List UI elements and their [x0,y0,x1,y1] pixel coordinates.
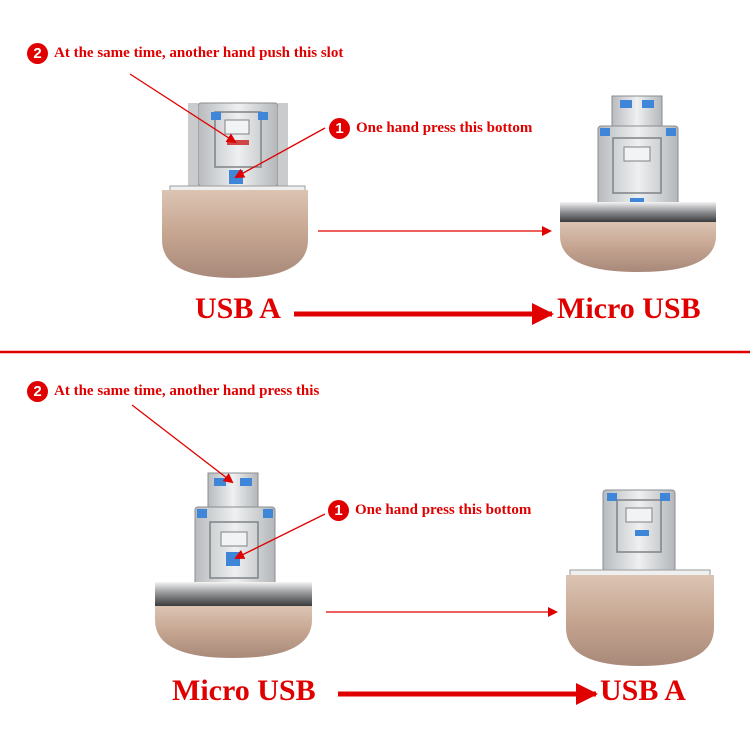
device-micro-usb-mode-top-right [560,95,716,272]
top-from-label: USB A [195,292,281,325]
top-step-2-callout: 2 At the same time, another hand push th… [27,43,343,64]
device-usb-a-mode-top-left [162,102,308,278]
step-1-badge: 1 [328,500,349,521]
bottom-step-2-callout: 2 At the same time, another hand press t… [27,381,319,402]
bottom-step-1-text: One hand press this bottom [355,502,532,518]
pointer-to-button-top [234,127,326,178]
bottom-step-2-text: At the same time, another hand press thi… [54,383,320,399]
top-step-2-text: At the same time, another hand push this… [54,45,344,61]
bottom-to-label: USB A [600,674,686,707]
step-2-badge: 2 [27,381,48,402]
top-step-1-text: One hand press this bottom [356,120,533,136]
top-step-1-callout: 1 One hand press this bottom [329,118,532,139]
device-usb-a-mode-bottom-right [566,489,714,666]
pointer-to-top-bottom [131,404,234,484]
bottom-step-1-callout: 1 One hand press this bottom [328,500,531,521]
step-1-badge: 1 [329,118,350,139]
step-2-badge: 2 [27,43,48,64]
bottom-from-label: Micro USB [172,674,316,707]
top-to-label: Micro USB [557,292,701,325]
pointer-to-slot-top [129,73,237,144]
pointer-to-button-bottom [234,513,326,559]
device-micro-usb-mode-bottom-left [155,472,312,658]
